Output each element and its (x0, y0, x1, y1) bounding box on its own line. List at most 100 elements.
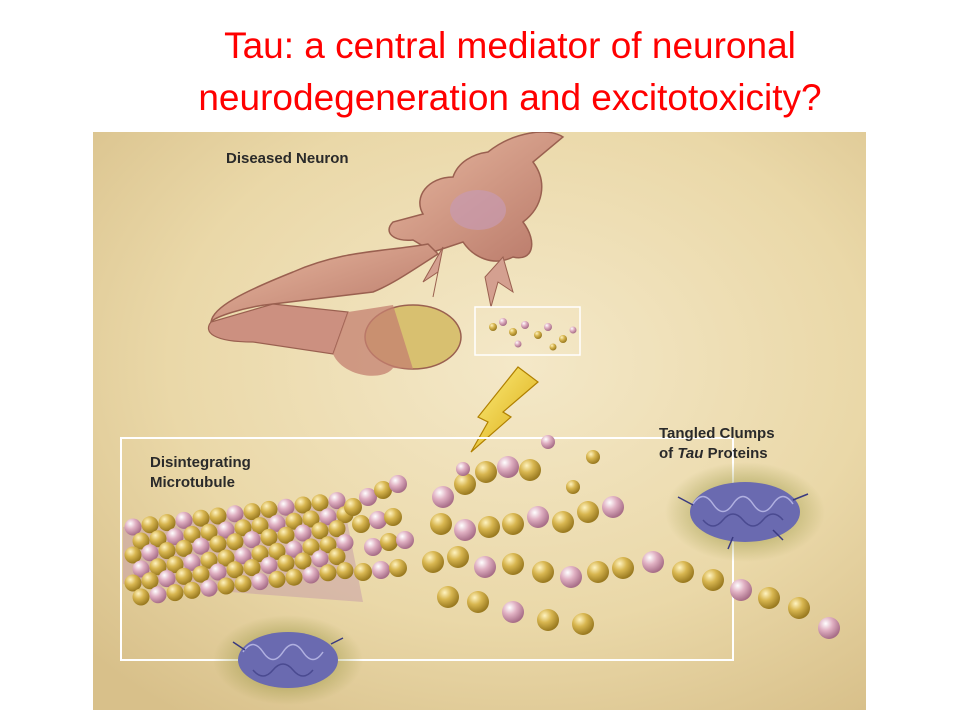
tubulin-bead (672, 561, 694, 583)
tubulin-bead (311, 494, 329, 512)
tubulin-bead (217, 577, 235, 595)
tubulin-bead (364, 538, 382, 556)
tubulin-bead (532, 561, 554, 583)
slide-title-line-2: neurodegeneration and excitotoxicity? (198, 77, 822, 118)
tubulin-bead (124, 574, 142, 592)
tubulin-bead (478, 516, 500, 538)
tubulin-bead (209, 507, 227, 525)
tubulin-bead (251, 573, 269, 591)
tubulin-bead (251, 517, 269, 535)
tubulin-bead (372, 561, 390, 579)
tubulin-bead (243, 531, 261, 549)
tubulin-bead (454, 519, 476, 541)
tubulin-bead (200, 579, 218, 597)
tubulin-bead (474, 556, 496, 578)
tubulin-bead (354, 563, 372, 581)
tubulin-bead (226, 505, 244, 523)
tubulin-bead (175, 511, 193, 529)
tubulin-bead (175, 567, 193, 585)
tubulin-bead (217, 549, 235, 567)
label-tangled-clumps: Tangled Clumps (659, 425, 775, 442)
tubulin-bead (226, 533, 244, 551)
disintegrating-microtubule (123, 475, 414, 606)
tubulin-bead (422, 551, 444, 573)
label-diseased-neuron: Diseased Neuron (226, 150, 349, 167)
tubulin-bead (124, 518, 142, 536)
tubulin-bead (566, 480, 580, 494)
tubulin-bead (234, 519, 252, 537)
tau-tangle-upper-right (665, 462, 825, 562)
tubulin-bead (369, 511, 387, 529)
tubulin-bead (430, 513, 452, 535)
tubulin-bead (251, 545, 269, 563)
tubulin-bead (149, 558, 167, 576)
label-disintegrating: Disintegrating (150, 454, 251, 471)
tubulin-bead (572, 613, 594, 635)
tubulin-bead (384, 508, 402, 526)
tubulin-bead (432, 486, 454, 508)
tubulin-bead (302, 566, 320, 584)
tubulin-bead (586, 450, 600, 464)
tubulin-bead (587, 561, 609, 583)
tubulin-bead (183, 553, 201, 571)
tubulin-bead (389, 559, 407, 577)
tubulin-bead (311, 550, 329, 568)
tubulin-bead (497, 456, 519, 478)
tubulin-bead (336, 562, 354, 580)
tubulin-bead (519, 459, 541, 481)
tubulin-bead (192, 565, 210, 583)
tubulin-bead (285, 568, 303, 586)
tubulin-bead (374, 481, 392, 499)
tubulin-bead (141, 544, 159, 562)
tubulin-bead (294, 496, 312, 514)
tubulin-bead (328, 520, 346, 538)
tubulin-bead (311, 522, 329, 540)
tubulin-bead (541, 435, 555, 449)
tubulin-bead (260, 556, 278, 574)
tubulin-bead (818, 617, 840, 639)
tubulin-bead (200, 523, 218, 541)
tubulin-bead (141, 572, 159, 590)
tubulin-bead (302, 538, 320, 556)
tubulin-bead (319, 564, 337, 582)
tubulin-bead (166, 584, 184, 602)
tubulin-bead (344, 498, 362, 516)
tubulin-bead (560, 566, 582, 588)
tubulin-bead (175, 539, 193, 557)
tubulin-bead (277, 526, 295, 544)
tubulin-bead (243, 559, 261, 577)
small-beads (489, 318, 577, 351)
tubulin-bead (552, 511, 574, 533)
tubulin-bead (132, 588, 150, 606)
tubulin-bead (475, 461, 497, 483)
tubulin-bead (319, 508, 337, 526)
tubulin-bead (527, 506, 549, 528)
tubulin-bead (328, 548, 346, 566)
tubulin-bead (268, 514, 286, 532)
tubulin-bead (260, 528, 278, 546)
tubulin-bead (234, 547, 252, 565)
tubulin-bead (141, 516, 159, 534)
tubulin-bead (758, 587, 780, 609)
tubulin-bead (294, 552, 312, 570)
tubulin-bead (302, 510, 320, 528)
tubulin-bead (277, 554, 295, 572)
tubulin-bead (537, 609, 559, 631)
tubulin-bead (294, 524, 312, 542)
tubulin-bead (730, 579, 752, 601)
tubulin-bead (502, 553, 524, 575)
tubulin-bead (192, 509, 210, 527)
tubulin-bead (352, 515, 370, 533)
tubulin-bead (456, 462, 470, 476)
tubulin-bead (183, 525, 201, 543)
tau-tangle-lower-left (213, 615, 363, 705)
tubulin-bead (226, 561, 244, 579)
tubulin-bead (209, 563, 227, 581)
tubulin-bead (788, 597, 810, 619)
tubulin-bead (209, 535, 227, 553)
tubulin-bead (602, 496, 624, 518)
label-tau-proteins: of Tau Proteins (659, 445, 768, 462)
tubulin-bead (149, 586, 167, 604)
tubulin-bead (132, 560, 150, 578)
tubulin-bead (200, 551, 218, 569)
